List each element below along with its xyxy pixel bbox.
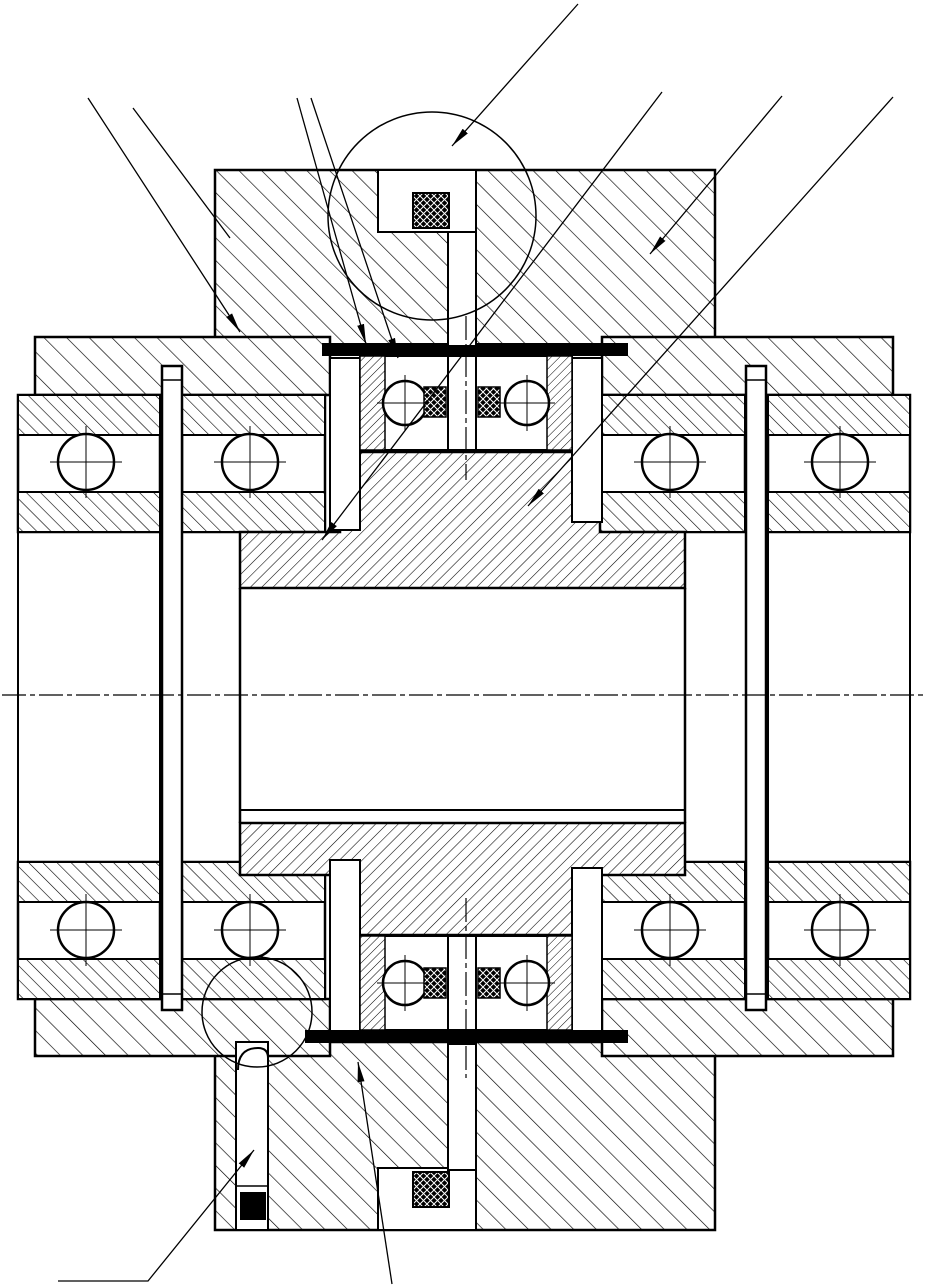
rod-end-lines [162,379,182,995]
cage-seal [423,967,447,999]
leader-duplex-bearing [310,97,399,359]
ball-centerline [634,894,706,966]
inner-ring [599,958,746,1000]
cage-seal [477,967,501,999]
detail-circle-bottom [201,956,313,1068]
outer-ring [17,394,161,436]
stud-nut [240,1192,266,1220]
ball-centerline [377,955,555,1011]
spacer-left-bottom [329,859,361,1033]
outer-ring [767,861,911,903]
cage-seal [423,386,447,418]
inner-ring [599,491,746,533]
inner-ring [17,958,161,1000]
ball-centerline [214,426,286,498]
spacer-right-bottom [571,867,603,1033]
leader-stud [58,1149,255,1282]
inner-ring [17,491,161,533]
annotations [58,3,894,1285]
stud-hook [237,1046,269,1071]
inner-ring [767,491,911,533]
right-housing-column [767,531,911,863]
inner-ring [181,491,326,533]
leader-sleeve [527,96,894,507]
inner-ring [181,958,326,1000]
bearing-right-inner-top [598,393,747,534]
ball-centerline [50,426,122,498]
bearing-right-outer-bottom [766,860,912,1001]
outer-ring [767,394,911,436]
retainer-bar-top [322,343,628,356]
outer-ring [181,394,326,436]
ball-centerline [50,894,122,966]
detail-circle-top [327,111,537,321]
seal-slot-top [447,231,477,347]
lower-flange-left [33,997,332,1058]
bearing-left-outer-bottom [16,860,162,1001]
ball-centerline [804,894,876,966]
left-housing-column [17,531,161,863]
spacer-left-top [329,357,361,531]
ball-centerline [804,426,876,498]
labyrinth-channel [447,356,477,450]
seal-details [235,169,477,1231]
leader-housing-left [87,97,241,333]
leader-sleeve-edge [321,91,663,541]
bore-walls [238,588,687,823]
ball-centerline [214,894,286,966]
tie-rod-left [160,364,184,1012]
leader-retainer [296,97,367,345]
bearing-left-inner-top [180,393,327,534]
bearing-left-outer-top [16,393,162,534]
bearing-right-inner-bottom [598,860,747,1001]
labyrinth-channel [447,936,477,1030]
seal-slot-bottom [447,1043,477,1171]
ball-centerline [377,375,555,431]
retainer-bar-bottom [305,1030,628,1043]
cage-seal [477,386,501,418]
seal-top [412,192,450,229]
inner-ring [767,958,911,1000]
rod-body [160,364,184,1012]
centerlines [2,316,926,1078]
rod-end-lines [746,379,766,995]
bearing-right-outer-top [766,393,912,534]
leader-housing-right [649,95,783,255]
leader-retainer-bottom [357,1061,393,1285]
rod-body [744,364,768,1012]
seal-bottom [412,1171,450,1208]
bearing-left-inner-bottom [180,860,327,1001]
outer-ring [17,861,161,903]
ball-centerline [634,426,706,498]
leader-housing-left-2 [132,107,231,239]
tie-rod-right [744,364,768,1012]
leader-seal [451,3,579,147]
